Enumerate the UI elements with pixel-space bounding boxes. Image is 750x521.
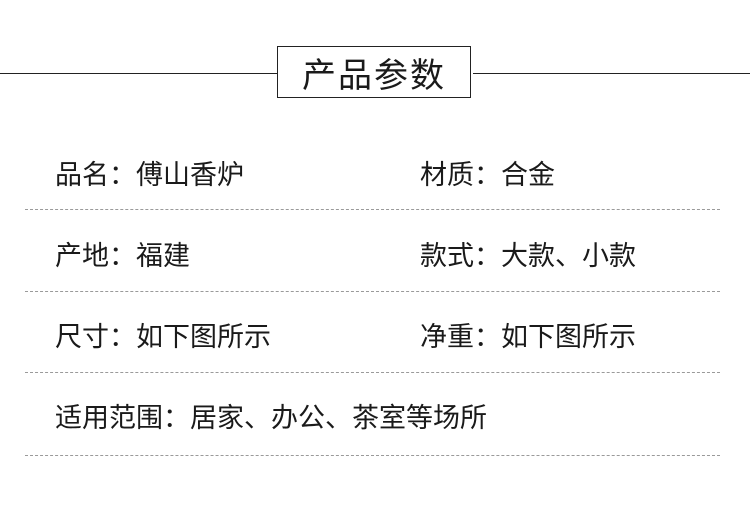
row-divider-3 [25, 372, 720, 373]
row-divider-4 [25, 455, 720, 456]
param-style: 款式：大款、小款 [420, 241, 636, 272]
section-title: 产品参数 [277, 46, 471, 98]
row-divider-2 [25, 291, 720, 292]
section-title-text: 产品参数 [302, 55, 446, 96]
param-net-weight: 净重：如下图所示 [420, 322, 636, 353]
header-rule-right [473, 73, 750, 74]
header-rule-left [0, 73, 277, 74]
param-size: 尺寸：如下图所示 [55, 322, 271, 353]
param-product-name: 品名：傅山香炉 [55, 160, 244, 191]
param-usage-scope: 适用范围：居家、办公、茶室等场所 [55, 403, 487, 434]
param-origin: 产地：福建 [55, 241, 190, 272]
param-material: 材质：合金 [420, 160, 555, 191]
row-divider-1 [25, 209, 720, 210]
